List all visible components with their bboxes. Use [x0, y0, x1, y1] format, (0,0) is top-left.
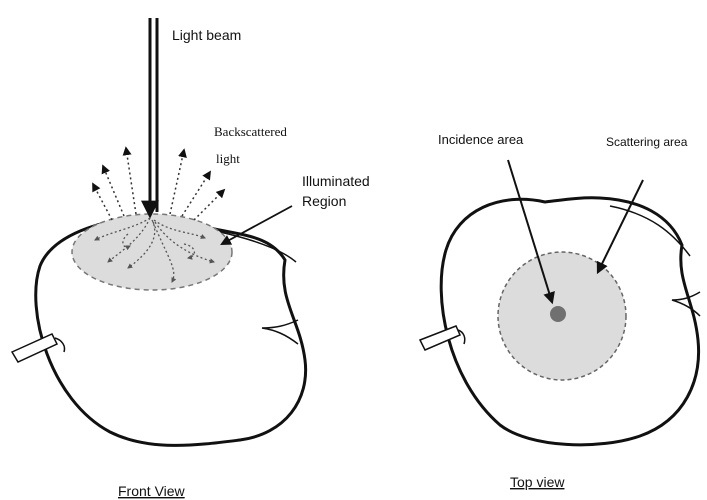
top-apple-calyx [672, 292, 700, 316]
illuminated-label-line1: Illuminated [302, 173, 370, 189]
backscatter-arrow [93, 184, 112, 220]
scattering-pointer-arrow [598, 180, 643, 272]
backscatter-arrow [126, 148, 136, 214]
front-apple-calyx [262, 320, 298, 344]
backscattered-label-line1: Backscattered [214, 124, 287, 139]
backscatter-arrow [103, 166, 124, 216]
front-apple-stem [12, 334, 57, 362]
top-view-caption: Top view [510, 474, 565, 490]
incidence-dot [550, 306, 566, 322]
top-apple-rim [610, 206, 690, 256]
backscattered-label-line2: light [216, 151, 240, 166]
top-apple-stem [420, 326, 460, 350]
region-label-line2: Region [302, 193, 346, 209]
incidence-area-label: Incidence area [438, 132, 524, 147]
top-view: Incidence area Scattering area Top view [420, 132, 700, 490]
scattering-area-label: Scattering area [606, 135, 688, 149]
backscatter-arrow [194, 190, 224, 220]
backscatter-arrow [170, 150, 184, 214]
backscatter-arrow [182, 172, 210, 216]
front-view-caption: Front View [118, 483, 186, 499]
light-beam-label: Light beam [172, 27, 241, 43]
front-view: Light beam Backscattered light Illuminat… [12, 18, 370, 499]
illuminated-region [72, 214, 232, 290]
